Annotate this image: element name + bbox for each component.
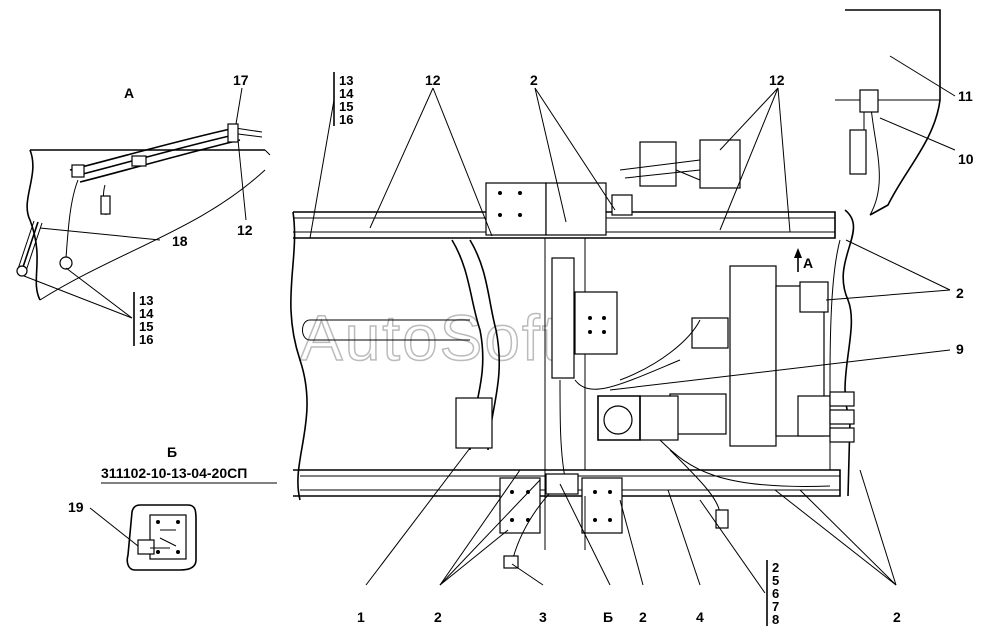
callout-3: 3 [539,609,547,625]
svg-text:13: 13 [339,73,353,88]
callout-9: 9 [956,341,964,357]
main-view: А 12 2 12 11 10 2 9 1 2 3 [290,9,974,627]
callout-12-right: 12 [769,72,785,88]
stack-bottom: 2 5 6 7 8 [772,560,779,627]
svg-text:5: 5 [772,573,779,588]
callout-2-bottom-right: 2 [893,609,901,625]
callout-18: 18 [172,233,188,249]
callout-17: 17 [233,72,249,88]
callout-11: 11 [958,88,973,104]
svg-text:13: 13 [139,293,153,308]
callout-4: 4 [696,609,704,625]
callout-2-top: 2 [530,72,538,88]
view-b-subtitle: 311102-10-13-04-20СП [101,465,247,481]
callout-b: Б [603,609,613,625]
svg-text:16: 16 [339,112,353,127]
svg-text:2: 2 [772,560,779,575]
stack-view-a: 13 14 15 16 [139,293,154,347]
callout-2-bottom-mid: 2 [639,609,647,625]
callout-19: 19 [68,499,84,515]
svg-text:7: 7 [772,599,779,614]
callout-1: 1 [357,609,365,625]
callout-2-right: 2 [956,285,964,301]
svg-text:15: 15 [339,99,353,114]
svg-text:16: 16 [139,332,153,347]
svg-text:6: 6 [772,586,779,601]
callout-10: 10 [958,151,974,167]
view-a-detail: А 17 12 18 13 14 15 16 [16,72,271,347]
callout-12-left: 12 [425,72,441,88]
callout-12-view-a: 12 [237,222,253,238]
view-a-title: А [124,85,134,101]
svg-text:15: 15 [139,319,153,334]
view-b-title: Б [167,444,177,460]
svg-text:14: 14 [139,306,154,321]
view-a-arrow-label: А [803,255,813,271]
svg-text:14: 14 [339,86,354,101]
view-b-detail: Б 311102-10-13-04-20СП 19 [68,444,277,571]
stack-top: 13 14 15 16 [339,73,354,127]
callout-2-bottom-left: 2 [434,609,442,625]
watermark: AutoSoft [300,302,562,374]
svg-text:8: 8 [772,612,779,627]
